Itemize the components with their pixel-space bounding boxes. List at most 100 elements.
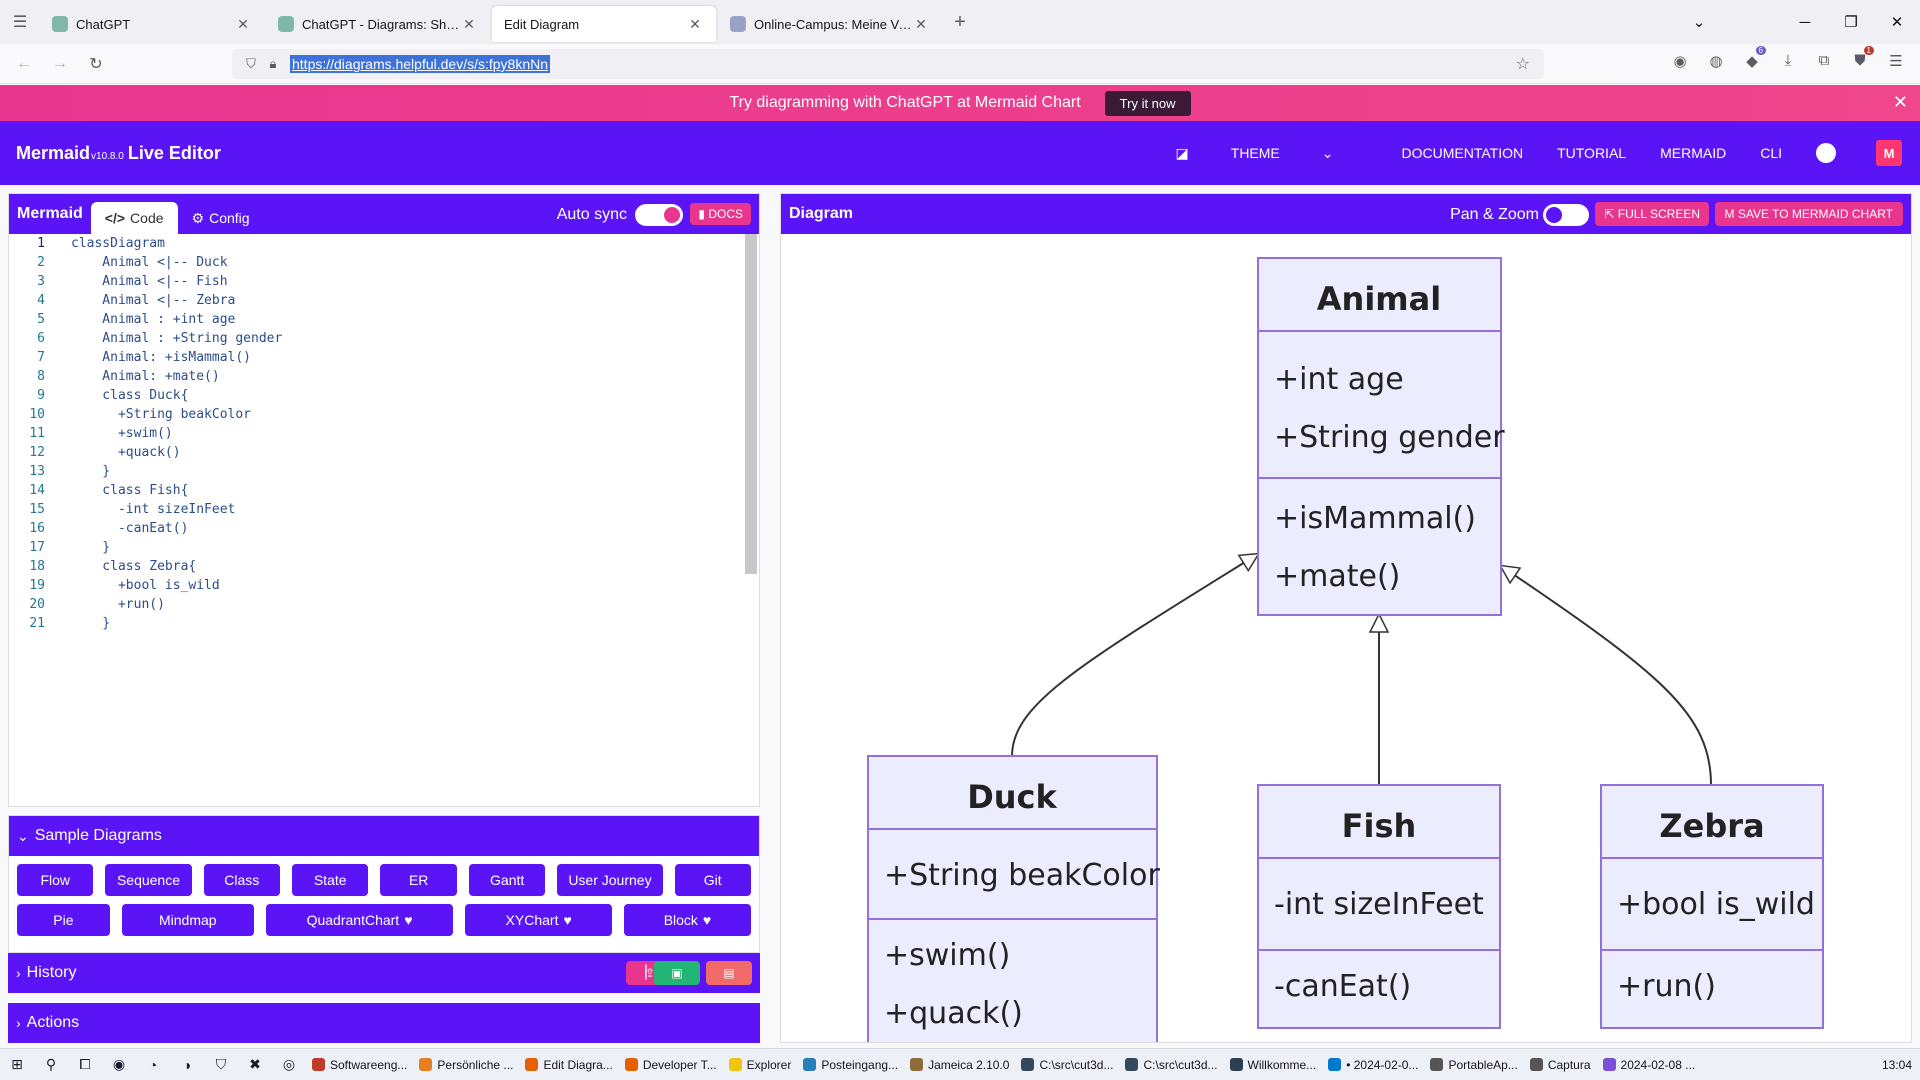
class-zebra[interactable]: Zebra +bool is_wild +run() — [1600, 784, 1824, 1029]
history-header[interactable]: › History ⇪ | ▣ ▤ — [8, 953, 760, 993]
github-icon[interactable] — [1816, 143, 1836, 163]
editor-scrollbar[interactable] — [745, 234, 757, 574]
code-line[interactable]: 2 Animal <|-- Duck — [9, 253, 749, 272]
code-text[interactable]: } — [71, 540, 111, 555]
code-text[interactable]: Animal : +int age — [71, 312, 236, 327]
nav-tutorial[interactable]: TUTORIAL — [1557, 145, 1627, 161]
nav-documentation[interactable]: DOCUMENTATION — [1401, 145, 1524, 161]
code-line[interactable]: 9 class Duck{ — [9, 386, 749, 405]
taskbar-item[interactable]: Explorer — [723, 1049, 798, 1080]
new-tab-icon[interactable]: + — [954, 10, 966, 33]
ublock-icon[interactable]: ⛊1 — [1842, 46, 1878, 70]
code-text[interactable]: -canEat() — [71, 521, 189, 536]
extension-icon[interactable]: ◍ — [1709, 53, 1723, 70]
code-line[interactable]: 14 class Fish{ — [9, 481, 749, 500]
taskbar-item[interactable]: Developer T... — [619, 1049, 723, 1080]
taskbar-item[interactable]: Persönliche ... — [413, 1049, 519, 1080]
sample-pie-button[interactable]: Pie — [17, 904, 110, 936]
tab-overflow-chevron-icon[interactable]: ⌄ — [1692, 14, 1706, 31]
browser-tab-edit-diagram[interactable]: Edit Diagram ✕ — [492, 6, 716, 42]
code-text[interactable]: +run() — [71, 597, 165, 612]
url-text[interactable]: https://diagrams.helpful.dev/s/s:fpy8knN… — [290, 55, 551, 73]
class-fish[interactable]: Fish -int sizeInFeet -canEat() — [1257, 784, 1501, 1029]
windows-start-icon[interactable]: ⊞ — [11, 1056, 23, 1072]
code-text[interactable]: classDiagram — [71, 236, 165, 251]
browser-tab-chatgpt-diagrams[interactable]: ChatGPT - Diagrams: Show Me ✕ — [266, 6, 490, 42]
shield-icon[interactable]: ⛉ — [246, 56, 256, 71]
code-line[interactable]: 17 } — [9, 538, 749, 557]
code-text[interactable]: +quack() — [71, 445, 181, 460]
menu-icon[interactable]: ☰ — [1889, 53, 1903, 70]
class-diagram[interactable]: Animal +int age +String gender +isMammal… — [781, 234, 1911, 1042]
code-text[interactable]: Animal <|-- Duck — [71, 255, 228, 270]
sample-user-journey-button[interactable]: User Journey — [557, 864, 663, 896]
code-text[interactable]: class Fish{ — [71, 483, 189, 498]
brand[interactable]: Mermaid v10.8.0 Live Editor — [16, 143, 221, 164]
pan-zoom-toggle[interactable] — [1543, 204, 1589, 226]
extension-shield-icon[interactable]: ◆6 — [1734, 46, 1770, 70]
close-banner-icon[interactable]: ✕ — [1892, 92, 1908, 112]
full-screen-button[interactable]: ⇱ FULL SCREEN — [1595, 202, 1709, 226]
class-animal[interactable]: Animal +int age +String gender +isMammal… — [1257, 257, 1505, 616]
code-line[interactable]: 10 +String beakColor — [9, 405, 749, 424]
code-line[interactable]: 20 +run() — [9, 595, 749, 614]
sample-mindmap-button[interactable]: Mindmap — [121, 904, 254, 936]
account-icon[interactable]: ◉ — [1673, 53, 1687, 70]
lock-icon[interactable]: 🔒︎ — [269, 56, 277, 71]
sample-state-button[interactable]: State — [291, 864, 369, 896]
code-line[interactable]: 16 -canEat() — [9, 519, 749, 538]
search-icon[interactable]: ⚲ — [45, 1056, 57, 1072]
auto-sync-toggle[interactable] — [635, 204, 683, 226]
tab-list-icon[interactable]: ☰ — [12, 14, 28, 31]
code-text[interactable]: +swim() — [71, 426, 173, 441]
taskbar-item[interactable]: Captura — [1524, 1049, 1597, 1080]
code-text[interactable]: Animal : +String gender — [71, 331, 283, 346]
code-line[interactable]: 11 +swim() — [9, 424, 749, 443]
bookmark-star-icon[interactable]: ☆ — [1515, 56, 1530, 73]
sample-sequence-button[interactable]: Sequence — [105, 864, 192, 896]
close-window-icon[interactable]: ✕ — [1890, 14, 1904, 31]
extensions-puzzle-icon[interactable]: ⧉ — [1818, 52, 1830, 69]
docs-button[interactable]: ▮ DOCS — [690, 203, 751, 225]
code-line[interactable]: 19 +bool is_wild — [9, 576, 749, 595]
reload-icon[interactable]: ↻ — [89, 55, 103, 73]
taskbar-item[interactable]: Edit Diagra... — [519, 1049, 618, 1080]
sample-quadrantchart-button[interactable]: QuadrantChart♥ — [265, 904, 454, 936]
close-tab-icon[interactable]: ✕ — [463, 15, 475, 32]
sample-git-button[interactable]: Git — [674, 864, 751, 896]
code-line[interactable]: 12 +quack() — [9, 443, 749, 462]
code-line[interactable]: 21 } — [9, 614, 749, 633]
try-it-now-button[interactable]: Try it now — [1104, 90, 1191, 116]
taskbar-item[interactable]: C:\src\cut3d... — [1015, 1049, 1119, 1080]
code-text[interactable]: +String beakColor — [71, 407, 252, 422]
taskbar-item[interactable]: Willkomme... — [1224, 1049, 1323, 1080]
taskbar-item[interactable]: • 2024-02-0... — [1322, 1049, 1424, 1080]
code-text[interactable]: Animal: +mate() — [71, 369, 220, 384]
sample-block-button[interactable]: Block♥ — [623, 904, 751, 936]
sample-class-button[interactable]: Class — [203, 864, 280, 896]
taskbar-item[interactable]: C:\src\cut3d... — [1119, 1049, 1223, 1080]
code-line[interactable]: 5 Animal : +int age — [9, 310, 749, 329]
app-icon[interactable]: ✖ — [249, 1056, 261, 1072]
code-text[interactable]: class Zebra{ — [71, 559, 197, 574]
downloads-icon[interactable]: ⤓ — [1784, 52, 1792, 69]
taskbar-item[interactable]: Jameica 2.10.0 — [904, 1049, 1015, 1080]
forward-icon[interactable]: → — [52, 54, 68, 72]
actions-header[interactable]: › Actions — [8, 1003, 760, 1043]
delete-history-button[interactable]: ▤ — [706, 961, 752, 985]
nav-mermaid[interactable]: MERMAID — [1660, 145, 1727, 161]
chrome-icon[interactable]: ◎ — [282, 1056, 296, 1072]
code-text[interactable]: -int sizeInFeet — [71, 502, 236, 517]
taskbar-item[interactable]: PortableAp... — [1424, 1049, 1523, 1080]
back-icon[interactable]: ← — [16, 54, 32, 72]
sample-flow-button[interactable]: Flow — [17, 864, 94, 896]
app-icon[interactable]: ◑ — [182, 1056, 192, 1073]
sample-diagrams-header[interactable]: ⌄ Sample Diagrams — [9, 816, 759, 856]
taskbar-item[interactable]: Softwareeng... — [306, 1049, 413, 1080]
code-text[interactable]: } — [71, 464, 111, 479]
close-tab-icon[interactable]: ✕ — [237, 15, 249, 32]
code-line[interactable]: 7 Animal: +isMammal() — [9, 348, 749, 367]
browser-tab-chatgpt[interactable]: ChatGPT ✕ — [40, 6, 264, 42]
